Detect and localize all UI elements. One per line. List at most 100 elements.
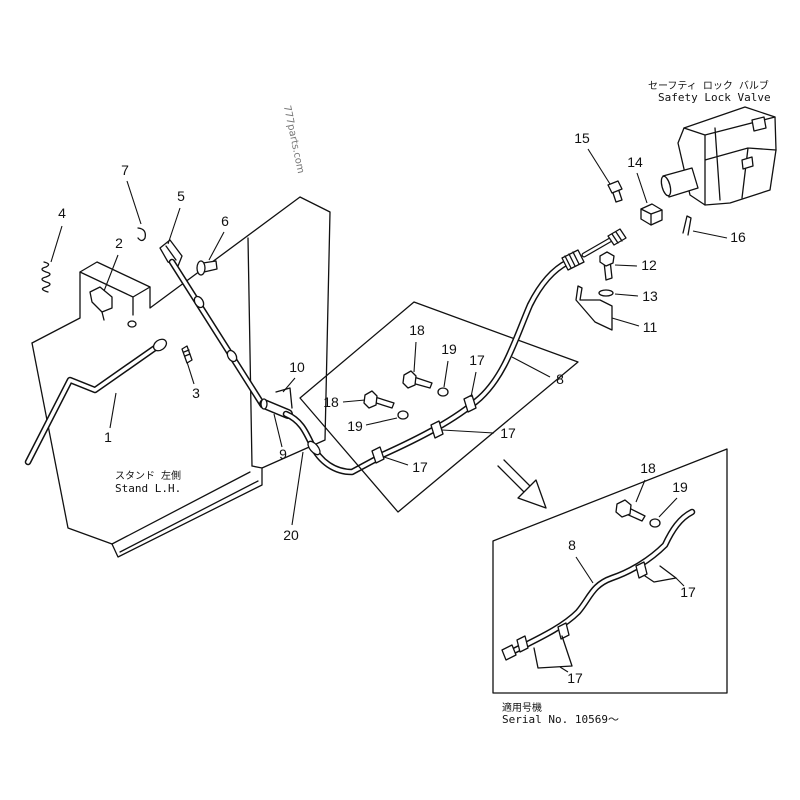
spring-part-4 [41, 261, 51, 293]
clamp-17-b [430, 420, 444, 439]
clamp-17-a [463, 394, 477, 413]
callout-1: 1 [104, 429, 112, 445]
cable-end-face [260, 398, 268, 410]
callout-8-upper: 8 [556, 371, 564, 387]
stand-label-jp: スタンド 左側 [115, 469, 181, 482]
callout-19-b: 19 [347, 418, 363, 434]
valve-bolt-head-b [741, 156, 754, 170]
leader-8-lower [575, 556, 594, 584]
pipe-end-nut [607, 228, 627, 246]
clamp-17-c [371, 446, 385, 464]
leader-12 [614, 264, 638, 267]
callout-12: 12 [641, 257, 657, 273]
valve-label-jp: セーフティ ロック バルブ [648, 79, 769, 92]
inset2-clamp-17-leader-a [644, 565, 677, 583]
callout-5: 5 [177, 188, 185, 204]
inset2-pipe-end [501, 644, 517, 661]
callout-14: 14 [627, 154, 643, 170]
callout-13: 13 [642, 288, 658, 304]
link-rod [168, 258, 266, 408]
stand-lh [31, 196, 331, 558]
inset2-washer-19 [649, 518, 661, 528]
stand-label-en: Stand L.H. [115, 482, 181, 495]
stand-skirt [111, 465, 263, 558]
bolt-part-12-head [599, 251, 615, 267]
valve-solenoid-face [660, 175, 672, 197]
callout-16: 16 [730, 229, 746, 245]
leader-10 [282, 377, 296, 393]
callout-numbers: 1 2 3 4 5 6 7 8 8 9 10 11 12 13 14 15 16… [58, 130, 746, 686]
leader-18-a [413, 341, 417, 373]
lever-rod-fill [26, 346, 157, 464]
stand-skirt-line [119, 480, 259, 553]
inset2-clamp-a [635, 561, 648, 579]
inset2-pipe-fill [506, 510, 694, 656]
cotter-part-7 [137, 227, 146, 242]
callout-18-c: 18 [640, 460, 656, 476]
stand-corner-edge [247, 237, 253, 467]
leader-5 [167, 207, 181, 245]
valve-body [677, 106, 777, 206]
callout-3: 3 [192, 385, 200, 401]
callout-4: 4 [58, 205, 66, 221]
leader-18-b [342, 399, 366, 403]
leader-19-a [443, 360, 449, 388]
lever-knob [152, 338, 168, 352]
leader-14 [636, 172, 648, 204]
inset1-hardware [363, 370, 477, 464]
hose-ring [307, 440, 321, 456]
inset2-bolt-18-head [615, 499, 632, 518]
callout-8-lower: 8 [568, 537, 576, 553]
leader-9 [273, 413, 283, 448]
callout-17-a: 17 [469, 352, 485, 368]
bolt-18-head-b [363, 390, 378, 409]
leader-7 [126, 180, 142, 225]
callout-15: 15 [574, 130, 590, 146]
leader-6 [208, 231, 225, 261]
bracket-part-11 [575, 285, 613, 331]
leader-1 [109, 392, 117, 429]
serial-label-en: Serial No. 10569～ [502, 713, 619, 726]
pin-part-16 [682, 215, 692, 236]
leader-4 [50, 225, 63, 263]
inset2-clamp-17-leader-b [533, 635, 573, 669]
washer-part-13 [598, 289, 614, 297]
stand-block-edge [79, 271, 151, 316]
stand-hole [127, 320, 137, 328]
leader-13 [614, 293, 639, 297]
bracket-part-2-post [101, 311, 105, 321]
callout-20: 20 [283, 527, 299, 543]
safety-lock-valve [660, 106, 777, 206]
leader-15 [587, 148, 611, 185]
detail-arrow-shaft [497, 459, 533, 495]
pin-part-6-head [196, 260, 206, 276]
clevis-part-5-slot [165, 245, 177, 261]
detail-arrow [497, 459, 547, 509]
leader-16 [692, 230, 728, 239]
pipe-part-8 [376, 228, 627, 460]
leader-19-c [658, 497, 678, 518]
callout-18-b: 18 [323, 394, 339, 410]
leader-17-d [675, 577, 685, 587]
leader-3 [186, 361, 195, 385]
leader-18-c [635, 479, 646, 503]
bracket-part-2 [89, 286, 113, 313]
washer-19-b [397, 410, 409, 420]
leader-17-b [441, 429, 495, 434]
inset2-clamp-b [557, 622, 570, 640]
leader-17-c [383, 456, 409, 466]
bolt-part-15-head [607, 180, 623, 194]
leader-17-e [559, 666, 569, 673]
callout-2: 2 [115, 235, 123, 251]
valve-edges [683, 116, 777, 206]
pin-part-3-thread [183, 349, 191, 357]
inset2-pipe-part-8 [501, 499, 696, 669]
callout-11: 11 [643, 319, 658, 335]
leader-20 [291, 451, 304, 526]
washer-19-a [437, 387, 449, 397]
valve-label-en: Safety Lock Valve [658, 91, 771, 104]
detail-panel-upper [299, 301, 579, 513]
link-rod-fill [170, 260, 264, 406]
callout-6: 6 [221, 213, 229, 229]
leader-19-b [365, 417, 398, 426]
